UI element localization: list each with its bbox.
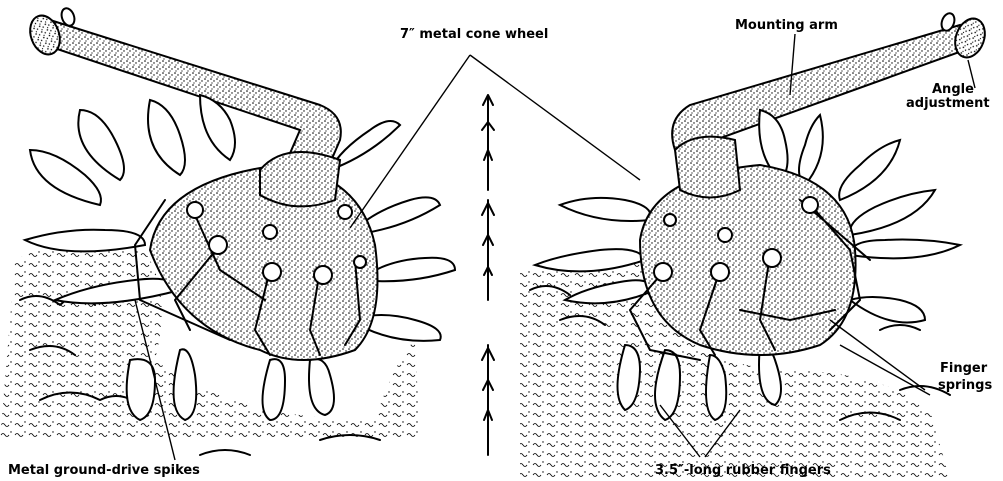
right-angle-adjustment-knob	[950, 14, 990, 61]
right-weeder-assembly	[520, 11, 990, 480]
right-cone-wheel	[640, 165, 856, 355]
right-hub	[675, 137, 740, 198]
label-ground-spikes: Metal ground-drive spikes	[8, 463, 200, 478]
left-hub	[260, 152, 340, 206]
label-finger-springs-1: Finger	[940, 361, 988, 376]
label-rubber-fingers: 3.5″-long rubber fingers	[655, 463, 831, 478]
label-finger-springs-2: springs	[938, 378, 992, 393]
grass-row	[482, 95, 494, 455]
label-angle-adjustment-2: adjustment	[906, 96, 990, 111]
left-weeder-assembly	[0, 6, 455, 455]
left-angle-adjustment-knob	[25, 11, 65, 58]
label-angle-adjustment-1: Angle	[932, 82, 974, 97]
label-cone-wheel: 7″ metal cone wheel	[400, 27, 548, 42]
label-mounting-arm: Mounting arm	[735, 18, 838, 33]
leader-cone-wheel-right	[470, 55, 640, 180]
